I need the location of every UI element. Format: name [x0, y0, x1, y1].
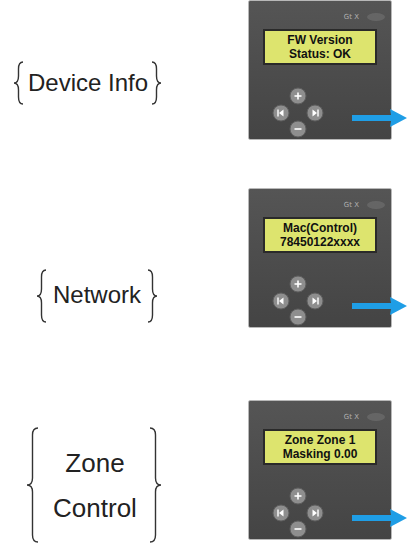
curly-brace: [14, 62, 23, 104]
control-button: [290, 309, 306, 325]
button-symbol: [295, 316, 302, 318]
button-face: [307, 105, 323, 121]
flow-arrow: [352, 509, 407, 527]
button-symbol: [295, 128, 302, 130]
control-button: [290, 276, 306, 292]
control-button: [290, 521, 306, 537]
device-panel: Gt X Mac(Control)78450122xxxx: [248, 188, 392, 328]
button-face: [273, 505, 289, 521]
control-button: [273, 293, 289, 309]
indicator-light: [367, 413, 385, 421]
control-button: [307, 105, 323, 121]
section-label: Network: [37, 280, 157, 310]
button-face: [290, 488, 306, 504]
button-symbol: [277, 510, 278, 517]
panel-controls: [273, 13, 407, 137]
curly-brace: [37, 270, 46, 322]
display-line: Masking 0.00: [283, 447, 358, 461]
display-line: Zone Zone 1: [285, 433, 356, 447]
section-label: Device Info: [18, 68, 158, 98]
control-button: [290, 121, 306, 137]
button-symbol: [277, 298, 278, 305]
brand-label: Gt X: [344, 13, 359, 21]
indicator-light: [367, 13, 385, 21]
brand-label: Gt X: [344, 201, 359, 209]
button-symbol: [297, 93, 299, 100]
brand-label: Gt X: [344, 413, 359, 421]
button-symbol: [277, 110, 278, 117]
panel-controls: [273, 201, 407, 325]
button-symbol: [313, 110, 318, 117]
button-symbol: [317, 110, 318, 117]
flow-arrow: [352, 297, 407, 315]
button-face: [290, 88, 306, 104]
button-symbol: [317, 298, 318, 305]
button-face: [290, 309, 306, 325]
button-face: [273, 105, 289, 121]
button-face: [307, 293, 323, 309]
control-button: [290, 88, 306, 104]
button-face: [290, 276, 306, 292]
button-symbol: [279, 110, 284, 117]
button-symbol: [297, 281, 299, 288]
button-symbol: [317, 510, 318, 517]
button-face: [273, 293, 289, 309]
display-line: Mac(Control): [283, 221, 357, 235]
display-line: Status: OK: [289, 47, 351, 61]
button-face: [290, 121, 306, 137]
device-panel: Gt X FW VersionStatus: OK: [248, 0, 392, 140]
curly-brace: [148, 270, 157, 322]
display-line: FW Version: [287, 33, 352, 47]
control-button: [307, 505, 323, 521]
button-face: [307, 505, 323, 521]
control-button: [273, 505, 289, 521]
button-face: [290, 521, 306, 537]
button-symbol: [295, 95, 302, 97]
flow-arrow: [352, 109, 407, 127]
curly-brace: [152, 62, 161, 104]
lcd-screen: Zone Zone 1Masking 0.00: [263, 429, 377, 465]
button-symbol: [313, 510, 318, 517]
button-symbol: [297, 493, 299, 500]
indicator-light: [367, 201, 385, 209]
curly-brace: [27, 428, 38, 542]
lcd-screen: FW VersionStatus: OK: [263, 29, 377, 65]
button-symbol: [295, 495, 302, 497]
control-button: [290, 488, 306, 504]
button-symbol: [313, 298, 318, 305]
button-symbol: [279, 298, 284, 305]
section-label: Zone Control: [40, 441, 150, 531]
control-button: [273, 105, 289, 121]
button-symbol: [279, 510, 284, 517]
lcd-screen: Mac(Control)78450122xxxx: [263, 217, 377, 253]
device-panel: Gt X Zone Zone 1Masking 0.00: [248, 400, 392, 540]
panel-controls: [273, 413, 407, 537]
button-symbol: [295, 283, 302, 285]
button-symbol: [295, 528, 302, 530]
control-button: [307, 293, 323, 309]
display-line: 78450122xxxx: [280, 235, 360, 249]
curly-brace: [150, 428, 161, 542]
